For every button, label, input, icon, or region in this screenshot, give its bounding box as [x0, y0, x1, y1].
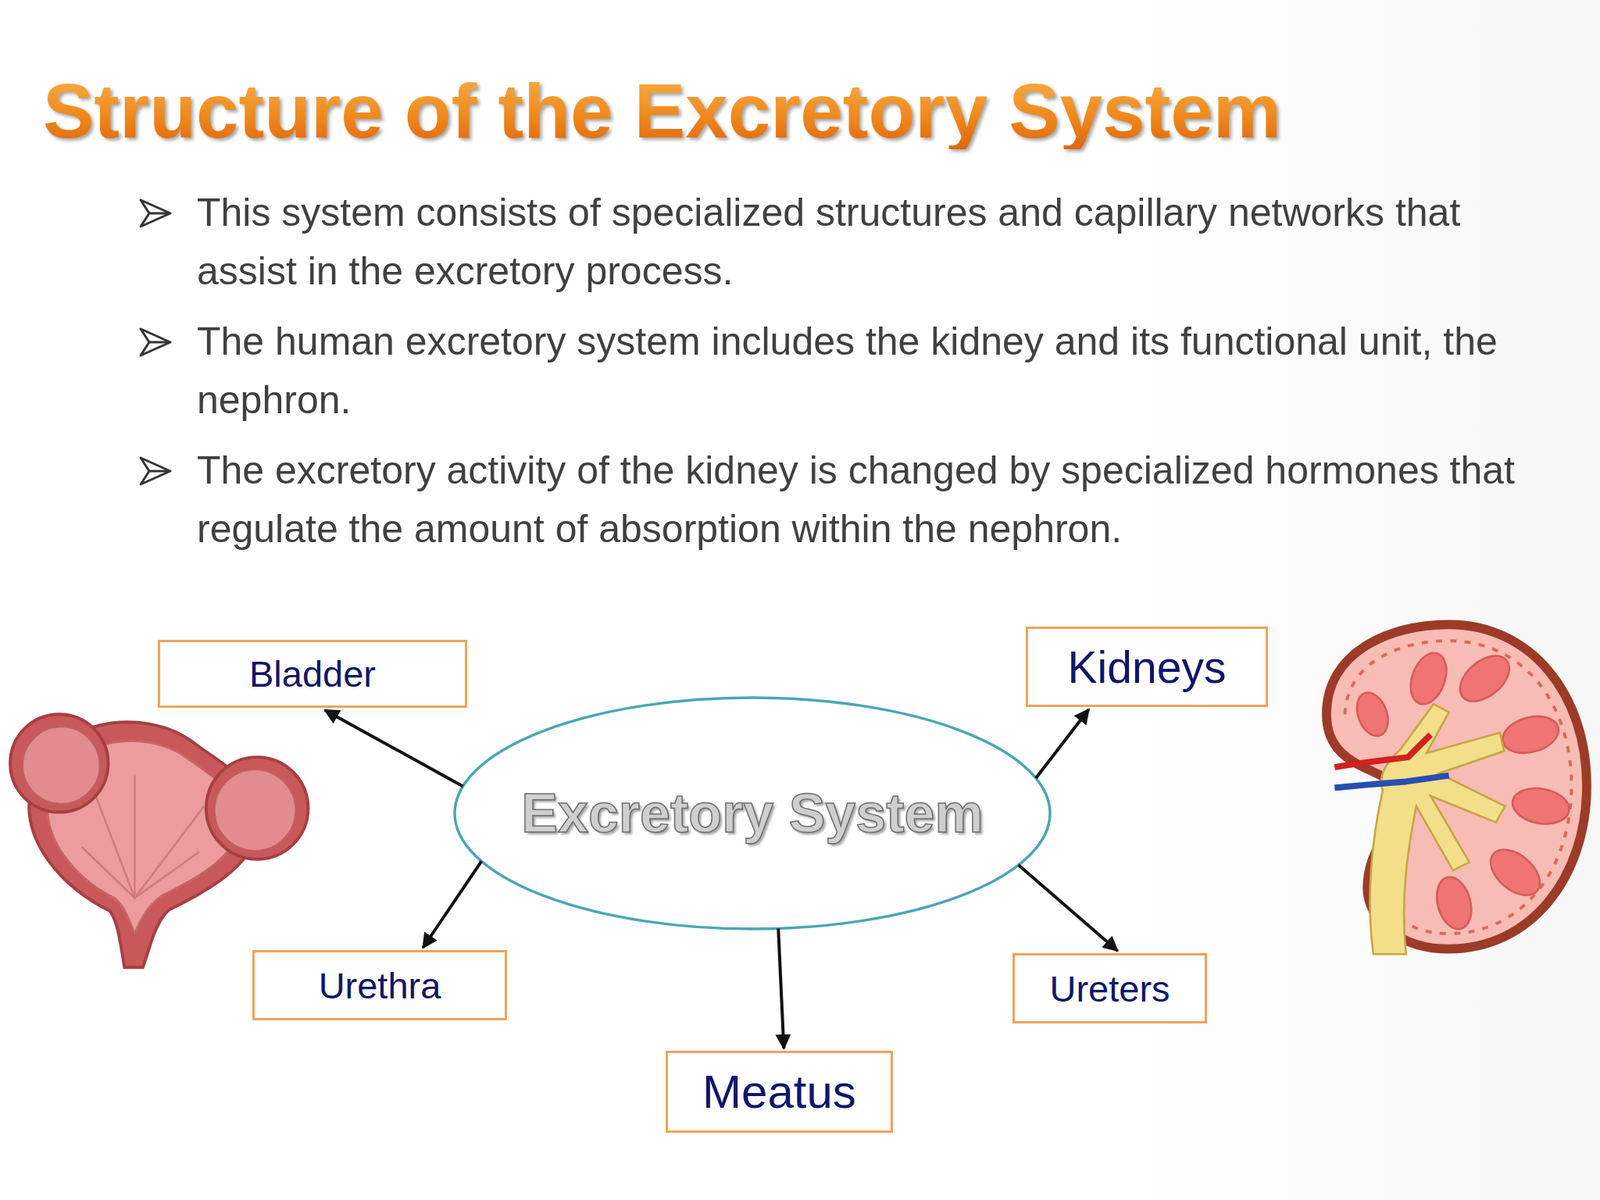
part-label: Ureters: [1049, 967, 1170, 1011]
renal-vein: [1334, 775, 1449, 789]
bullet-text: This system consists of specialized stru…: [196, 183, 1518, 301]
part-label: Urethra: [318, 964, 442, 1008]
renal-pelvis-ureter: [1369, 703, 1505, 954]
part-label: Kidneys: [1067, 641, 1227, 693]
arrow-connector: [422, 860, 482, 948]
part-box: Urethra: [252, 950, 508, 1021]
bullet-arrow-ridge: [149, 212, 171, 215]
hub-ellipse: Excretory System: [453, 696, 1052, 931]
kidney-pyramid: [1509, 784, 1572, 829]
part-label: Meatus: [702, 1064, 857, 1119]
hub-label: Excretory System: [521, 782, 983, 845]
bladder-folds: [81, 775, 204, 899]
bladder-lobe-inner: [22, 726, 100, 804]
bullet-arrow-ridge: [149, 470, 171, 473]
bullet-arrow-ridge: [149, 341, 171, 344]
renal-artery: [1334, 734, 1431, 768]
bladder-lobe: [206, 757, 309, 860]
bullet-arrow: [140, 328, 171, 356]
bullet-text: The human excretory system includes the …: [196, 312, 1518, 430]
kidney-pyramid: [1351, 688, 1394, 741]
arrow-connector: [1018, 864, 1118, 951]
slide-title: Structure of the Excretory System: [42, 72, 1575, 150]
arrow-connector: [778, 928, 784, 1049]
bullet-symbols: [140, 200, 171, 485]
arrow-connector: [325, 710, 464, 786]
arrow-connector: [1035, 709, 1090, 779]
part-box: Kidneys: [1025, 626, 1268, 708]
bladder-lobe-inner: [214, 769, 296, 851]
bladder-lobe: [10, 714, 108, 812]
kidney-pyramid: [1482, 840, 1549, 904]
bladder-illustration: [10, 714, 308, 968]
bullet-text: The excretory activity of the kidney is …: [196, 441, 1518, 559]
kidney-pyramid: [1498, 710, 1563, 759]
kidney-illustration: [1326, 624, 1587, 954]
part-box: Ureters: [1012, 953, 1208, 1024]
ellipse-shape: [454, 697, 1050, 929]
part-label: Bladder: [249, 652, 376, 696]
bullet-arrow: [140, 200, 171, 227]
part-box: Bladder: [157, 639, 468, 708]
bullet-arrow: [140, 457, 171, 485]
kidney-pyramid: [1403, 647, 1454, 709]
kidney-pyramid: [1451, 646, 1518, 711]
kidney-pyramid: [1431, 873, 1477, 933]
part-box: Meatus: [665, 1050, 893, 1133]
